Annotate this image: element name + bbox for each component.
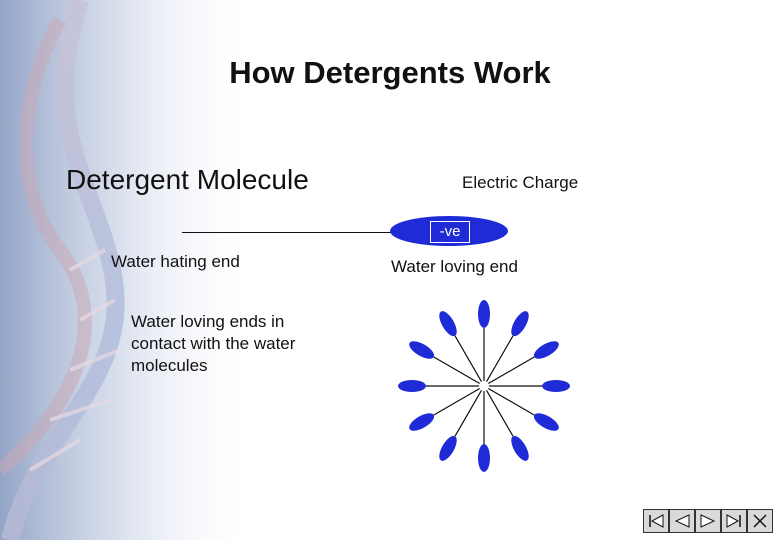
micelle-head <box>533 413 559 431</box>
next-slide-button[interactable] <box>695 509 721 533</box>
micelle-head <box>533 341 559 359</box>
micelle-molecule <box>485 311 529 382</box>
charge-value: -ve <box>430 221 470 243</box>
micelle-tail <box>433 387 480 416</box>
molecule-heading: Detergent Molecule <box>66 164 309 195</box>
dna-helix-decoration <box>0 0 260 540</box>
micelle-molecule <box>478 300 490 381</box>
micelle-molecule <box>439 311 483 382</box>
last-icon <box>726 514 741 528</box>
micelle-molecule <box>489 380 570 392</box>
micelle-tail <box>488 387 535 416</box>
micelle-molecule <box>409 341 480 385</box>
micelle-molecule <box>409 387 480 431</box>
micelle-molecule <box>488 341 559 385</box>
micelle-description: Water loving ends in contact with the wa… <box>131 312 296 375</box>
micelle-tail <box>488 356 535 385</box>
micelle-head <box>398 380 426 392</box>
micelle-molecule <box>488 387 559 431</box>
micelle-tail <box>454 335 483 382</box>
micelle-head <box>478 300 490 328</box>
micelle-molecule <box>398 380 479 392</box>
charge-label: Electric Charge <box>462 173 579 192</box>
slide-title: How Detergents Work <box>229 55 551 90</box>
water-loving-label: Water loving end <box>391 257 518 276</box>
micelle-head <box>439 435 457 461</box>
micelle-diagram <box>398 300 570 472</box>
micelle-head <box>511 435 529 461</box>
micelle-head <box>478 444 490 472</box>
micelle-tail <box>485 335 514 382</box>
end-icon <box>753 514 767 528</box>
micelle-head <box>409 341 435 359</box>
micelle-tail <box>433 356 480 385</box>
micelle-tail <box>454 390 483 437</box>
micelle-head <box>542 380 570 392</box>
previous-icon <box>674 514 690 528</box>
slide-navigation <box>643 509 775 535</box>
last-slide-button[interactable] <box>721 509 747 533</box>
micelle-head <box>409 413 435 431</box>
micelle-head <box>511 311 529 337</box>
first-slide-button[interactable] <box>643 509 669 533</box>
micelle-head <box>439 311 457 337</box>
micelle-molecule <box>478 391 490 472</box>
water-hating-label: Water hating end <box>111 252 240 271</box>
micelle-molecule <box>485 390 529 461</box>
molecule-tail <box>182 232 394 233</box>
previous-slide-button[interactable] <box>669 509 695 533</box>
end-show-button[interactable] <box>747 509 773 533</box>
next-icon <box>700 514 716 528</box>
micelle-molecule <box>439 390 483 461</box>
micelle-tail <box>485 390 514 437</box>
first-icon <box>649 514 664 528</box>
